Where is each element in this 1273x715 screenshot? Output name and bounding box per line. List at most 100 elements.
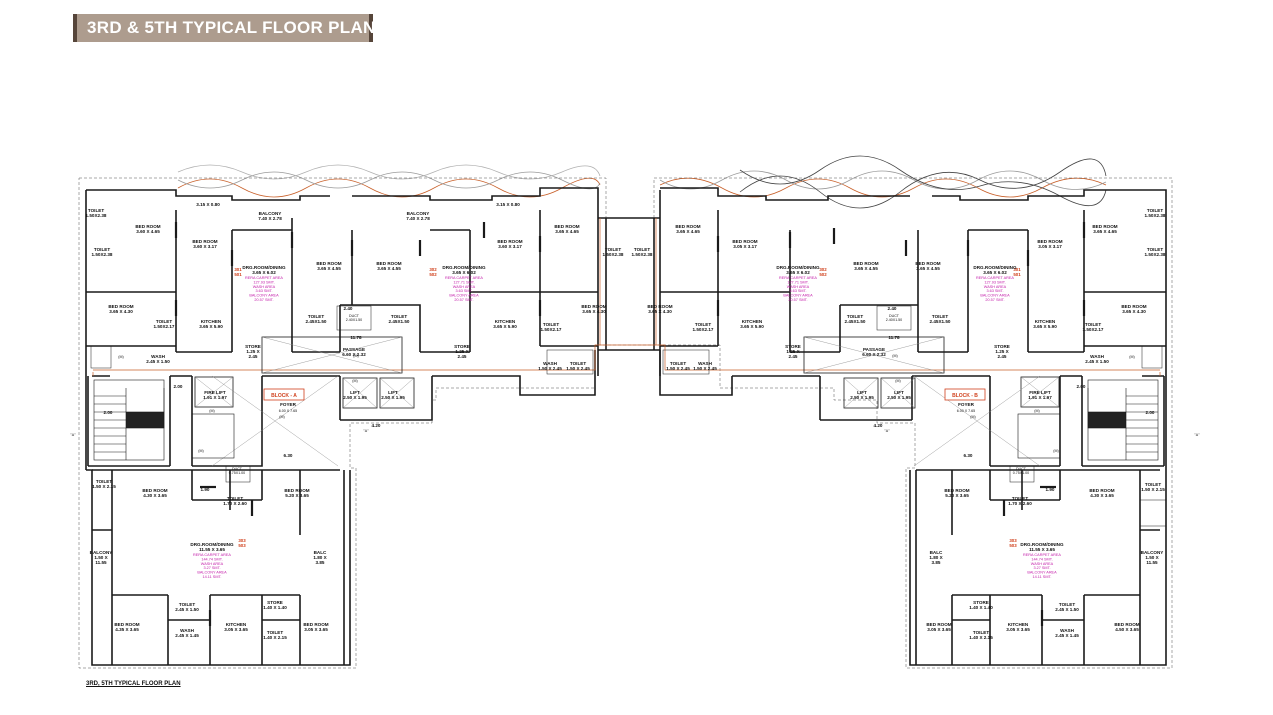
plan-mark: (M): [118, 355, 123, 359]
block-b-label: BLOCK - B: [952, 393, 978, 399]
plan-mark: (M): [1053, 449, 1058, 453]
plan-mark: (M): [892, 354, 897, 358]
site-boundary: [78, 177, 1173, 669]
plan-mark: "A": [1195, 433, 1201, 437]
staircases: [93, 379, 1159, 461]
room-label: 2.00: [174, 384, 183, 389]
title-banner: 3RD & 5TH TYPICAL FLOOR PLAN: [73, 14, 376, 42]
room-label: 4.20: [372, 423, 381, 428]
lift-crosses: [194, 336, 1060, 467]
plan-mark: "A": [364, 429, 370, 433]
room-label: 2.40: [888, 306, 897, 311]
plan-mark: (M): [895, 379, 900, 383]
plan-mark: (M): [1129, 355, 1134, 359]
plan-mark: (M): [352, 379, 357, 383]
duct-boxes: [90, 305, 1167, 527]
block-a-foyer: FOYER: [280, 402, 297, 407]
room-label: 1.90: [1046, 487, 1055, 492]
plan-mark: (M): [1034, 409, 1039, 413]
lift-shafts: [194, 336, 1060, 409]
plan-mark: (M): [353, 354, 358, 358]
accent-lines: [92, 218, 1161, 376]
page-title: 3RD & 5TH TYPICAL FLOOR PLAN: [87, 18, 376, 37]
plan-mark: (M): [279, 415, 284, 419]
room-label: 11.78: [888, 335, 900, 340]
room-label: 1.90: [201, 487, 210, 492]
drawing-caption: 3RD, 5TH TYPICAL FLOOR PLAN: [86, 681, 181, 687]
block-a-foyer-size: 6.00 X 7.65: [279, 409, 297, 413]
room-label: 6.30: [284, 453, 293, 458]
room-label: 4.20: [874, 423, 883, 428]
room-label: 2.00: [104, 410, 113, 415]
